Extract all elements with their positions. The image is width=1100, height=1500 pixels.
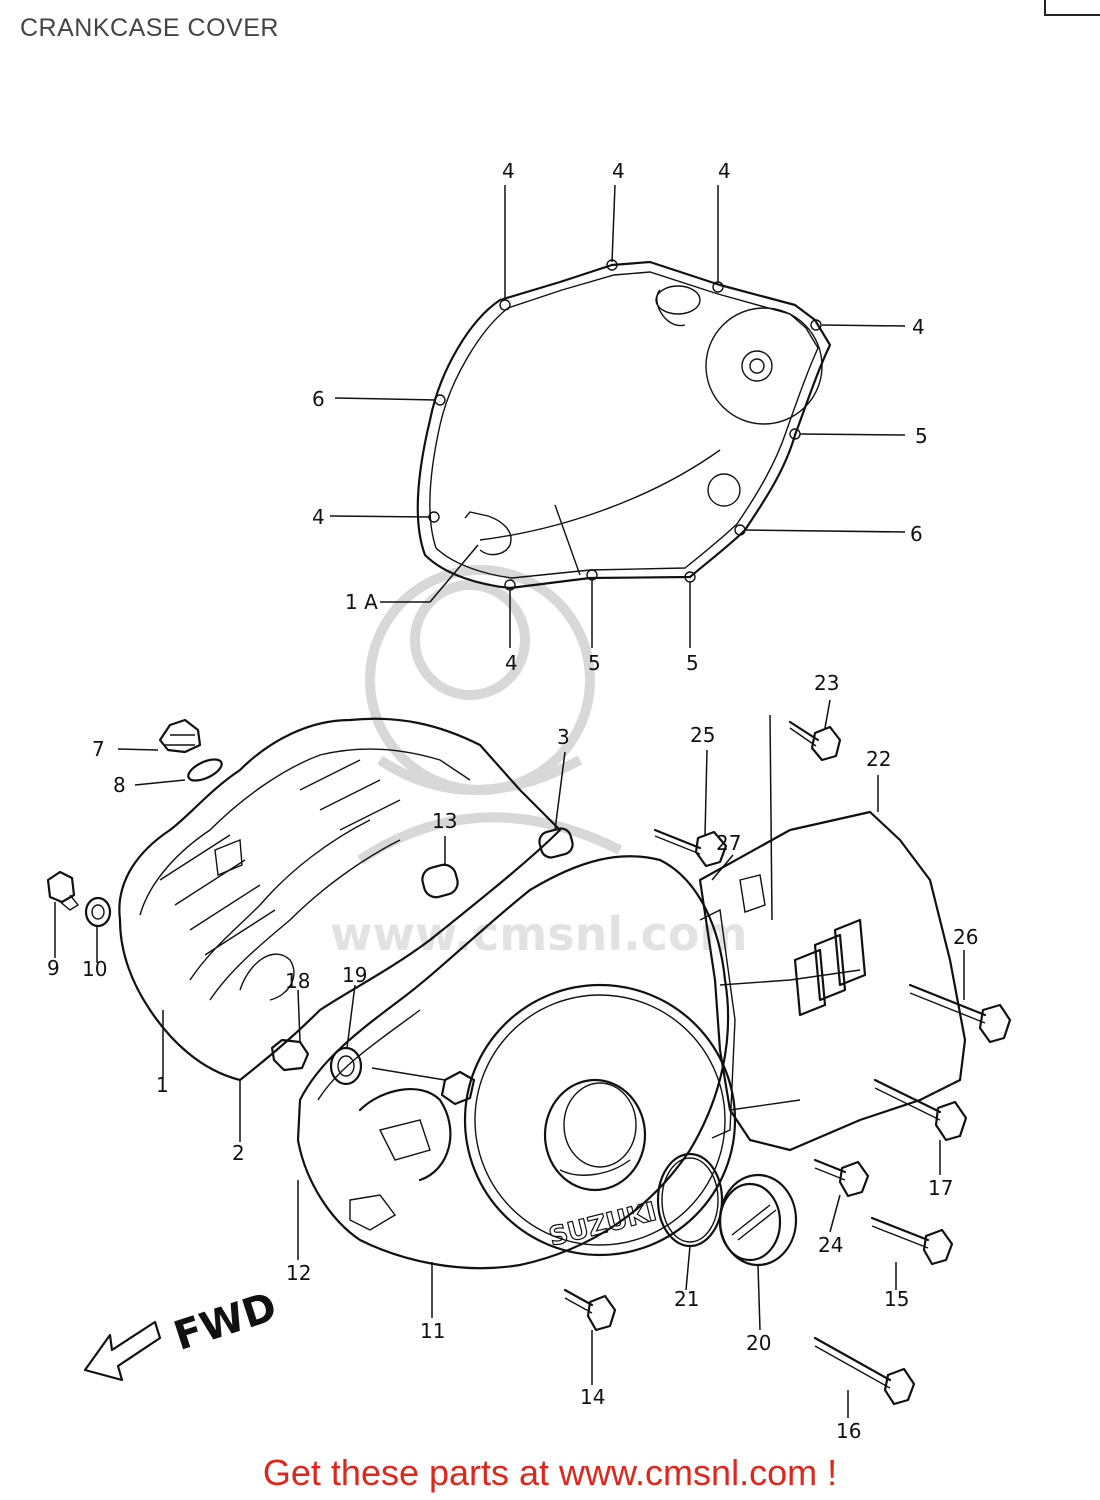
page-title: CRANKCASE COVER	[20, 14, 279, 42]
callout-4: 4	[502, 159, 515, 183]
bolts-drawing	[563, 720, 1012, 1406]
callout-4: 4	[912, 315, 925, 339]
callout-21: 21	[674, 1287, 699, 1311]
callout-22: 22	[866, 747, 891, 771]
callout-labels: 4 4 4 4 6 5 4 6 1 A 4 5 5 23 7 3 25 22 8…	[47, 159, 978, 1443]
corner-frame	[1044, 0, 1100, 16]
callout-20: 20	[746, 1331, 771, 1355]
crankcase-cover-drawing	[118, 717, 562, 1082]
callout-5: 5	[686, 651, 699, 675]
sprocket-cover-drawing	[698, 810, 967, 1152]
watermark-logo: www.cmsnl.com	[330, 565, 747, 961]
callout-19: 19	[342, 963, 367, 987]
watermark-text: www.cmsnl.com	[330, 907, 747, 961]
callout-12: 12	[286, 1261, 311, 1285]
callout-4: 4	[718, 159, 731, 183]
callout-3: 3	[557, 725, 570, 749]
callout-8: 8	[113, 773, 126, 797]
callout-2: 2	[232, 1141, 245, 1165]
callout-6: 6	[312, 387, 325, 411]
callout-9: 9	[47, 956, 60, 980]
callout-11: 11	[420, 1319, 445, 1343]
callout-18: 18	[285, 969, 310, 993]
callout-23: 23	[814, 671, 839, 695]
callout-14: 14	[580, 1385, 605, 1409]
footer-link[interactable]: Get these parts at www.cmsnl.com !	[262, 1452, 838, 1493]
callout-15: 15	[884, 1287, 909, 1311]
callout-5: 5	[588, 651, 601, 675]
callout-13: 13	[432, 809, 457, 833]
callout-5: 5	[915, 424, 928, 448]
callout-1a: 1 A	[345, 590, 378, 614]
callout-25: 25	[690, 723, 715, 747]
callout-6: 6	[910, 522, 923, 546]
gasket-1a-drawing	[416, 259, 832, 591]
callout-24: 24	[818, 1233, 843, 1257]
callout-26: 26	[953, 925, 978, 949]
callout-4: 4	[312, 505, 325, 529]
inspection-cap-drawing	[656, 1152, 798, 1267]
fwd-label: FWD	[169, 1284, 283, 1360]
callout-10: 10	[82, 957, 107, 981]
leader-lines	[54, 184, 965, 1418]
callout-16: 16	[836, 1419, 861, 1443]
fwd-arrow-icon: FWD	[83, 1284, 283, 1382]
callout-27: 27	[716, 831, 741, 855]
callout-4: 4	[505, 651, 518, 675]
callout-7: 7	[92, 737, 105, 761]
callout-17: 17	[928, 1176, 953, 1200]
small-parts-drawing	[46, 718, 574, 1086]
callout-1: 1	[156, 1073, 169, 1097]
callout-4: 4	[612, 159, 625, 183]
